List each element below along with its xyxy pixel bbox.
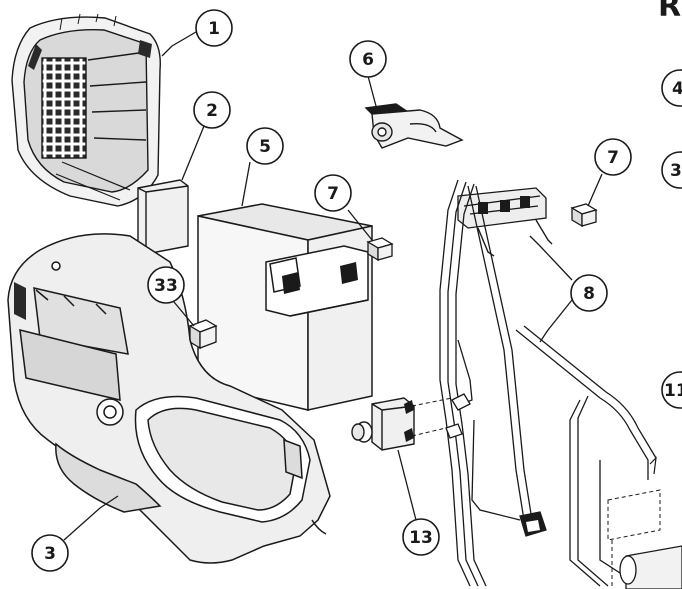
callout-8-label: 8	[583, 284, 595, 304]
leader-33	[173, 301, 195, 327]
part-pad	[137, 179, 189, 255]
part-rear-housing-cap	[11, 13, 161, 207]
part-small-cube-b	[570, 203, 598, 228]
title-fragment: R	[658, 0, 681, 24]
callout-3-clipped: 3	[661, 151, 682, 189]
part-wire-harness	[439, 179, 682, 589]
part-small-cube-a	[366, 237, 394, 262]
leader-8b	[529, 235, 573, 281]
part-small-block	[188, 319, 218, 350]
leader-2	[181, 125, 205, 181]
leader-7a	[347, 209, 373, 241]
callout-4-label: 4	[672, 79, 682, 99]
leader-13	[397, 449, 417, 521]
callout-33: 33	[147, 266, 185, 304]
part-handle-housing	[7, 233, 331, 564]
callout-13-label: 13	[409, 528, 433, 548]
leader-3	[63, 495, 119, 541]
callout-8: 8	[570, 274, 608, 312]
callout-5-label: 5	[259, 137, 271, 157]
callout-11-label: 11	[664, 381, 682, 401]
callout-3b-label: 3	[670, 161, 682, 181]
callout-1-label: 1	[208, 19, 220, 39]
leader-lines	[63, 31, 603, 541]
callout-3-label: 3	[44, 544, 56, 564]
callout-7b-label: 7	[607, 148, 619, 168]
callout-2-label: 2	[206, 101, 218, 121]
leader-1	[161, 31, 197, 57]
callout-6-label: 6	[362, 50, 374, 70]
callout-2: 2	[193, 91, 231, 129]
callout-5: 5	[246, 127, 284, 165]
callout-6: 6	[349, 40, 387, 78]
part-battery	[197, 203, 373, 411]
callout-7a-label: 7	[327, 184, 339, 204]
part-circuit-breaker	[351, 397, 453, 451]
callout-33-label: 33	[154, 276, 178, 296]
callout-13: 13	[402, 518, 440, 556]
callout-3: 3	[31, 534, 69, 572]
part-switch-lever	[364, 103, 464, 149]
callout-7a: 7	[314, 174, 352, 212]
callout-4-clipped: 4	[661, 69, 682, 107]
callout-11-clipped: 11	[661, 371, 682, 409]
callout-7b: 7	[594, 138, 632, 176]
leader-8a	[539, 299, 573, 343]
leader-6	[367, 75, 377, 107]
leader-7b	[587, 173, 603, 207]
callout-1: 1	[195, 9, 233, 47]
leader-5	[241, 161, 251, 207]
